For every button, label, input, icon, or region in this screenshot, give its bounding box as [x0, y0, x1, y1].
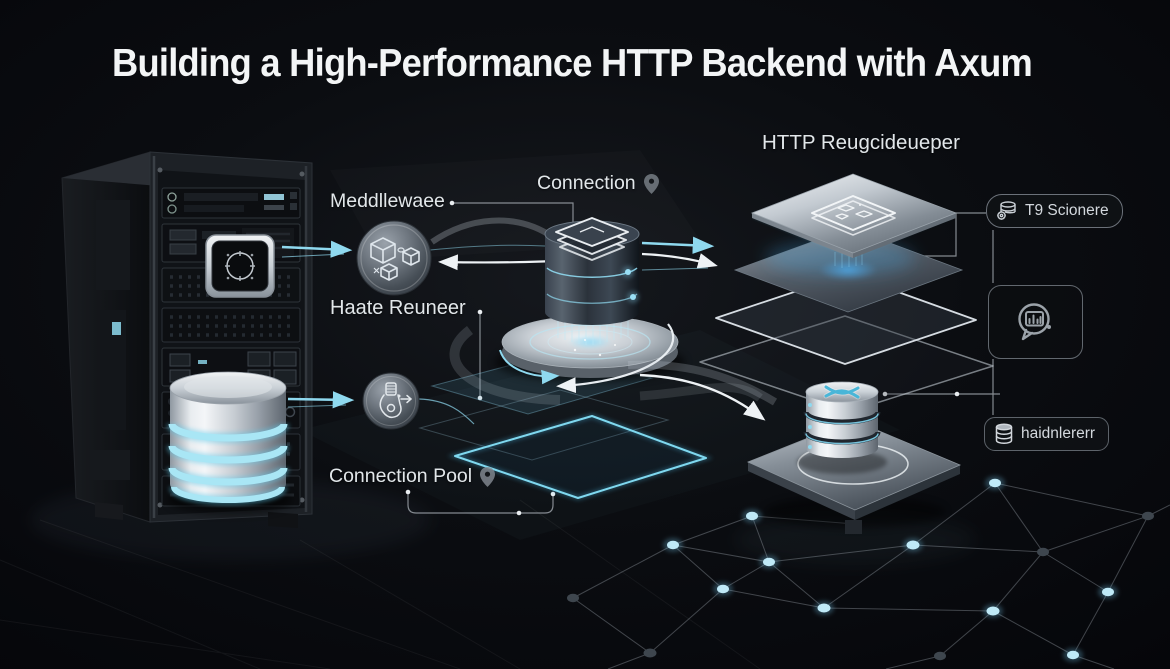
label-http-request: HTTP Reugcideueper — [762, 131, 960, 154]
sparkles — [573, 339, 616, 357]
network-mesh — [567, 476, 1170, 669]
location-pin-icon — [480, 466, 496, 487]
label-rate-limiter: Haate Reuneer — [330, 297, 466, 319]
server-feet — [95, 502, 298, 528]
key-icon — [379, 382, 413, 419]
database-icon — [995, 423, 1013, 445]
pool-key-circle — [362, 372, 420, 430]
dial-icon — [225, 251, 255, 281]
chip-icon — [811, 195, 896, 236]
rotation-arrows — [449, 323, 763, 405]
chassis-screws — [157, 167, 305, 508]
db-platform — [627, 360, 962, 534]
floor-lines — [0, 499, 761, 669]
pool-arrows — [287, 391, 475, 425]
middleware-circle — [356, 220, 432, 296]
metrics-card — [988, 285, 1083, 359]
badge-handler-label: haidnlererr — [1021, 425, 1096, 442]
chat-chart-bubble-icon — [1017, 303, 1051, 341]
label-connection: Connection — [537, 172, 636, 194]
layers-icon — [555, 217, 629, 261]
db-stack — [797, 381, 887, 474]
disc-platform — [449, 303, 763, 405]
handoff-arrow — [627, 360, 778, 421]
badge-handler: haidnlererr — [984, 417, 1110, 451]
cubes-icon — [370, 237, 420, 281]
label-connection-pool: Connection Pool — [329, 465, 473, 487]
cylinder-glow-stripes — [166, 422, 290, 505]
badge-t9-scionere: T9 Scionere — [986, 194, 1123, 228]
dial-panel — [205, 234, 275, 298]
x-logo-icon — [823, 384, 861, 400]
badge-t9-scionere-label: T9 Scionere — [1025, 202, 1109, 219]
database-cylinder — [166, 371, 292, 514]
page-title: Building a High-Performance HTTP Backend… — [112, 42, 1033, 85]
location-pin-icon — [643, 173, 659, 194]
connection-drum — [544, 217, 640, 325]
label-middleware: Meddllewaee — [330, 190, 445, 212]
mesh-nodes-gray — [567, 511, 1154, 661]
plate-stack — [699, 173, 994, 413]
response-arrows — [641, 236, 718, 271]
mesh-nodes-cyan — [667, 478, 1114, 660]
database-gear-icon — [997, 201, 1016, 220]
side-panel-details — [90, 200, 130, 480]
